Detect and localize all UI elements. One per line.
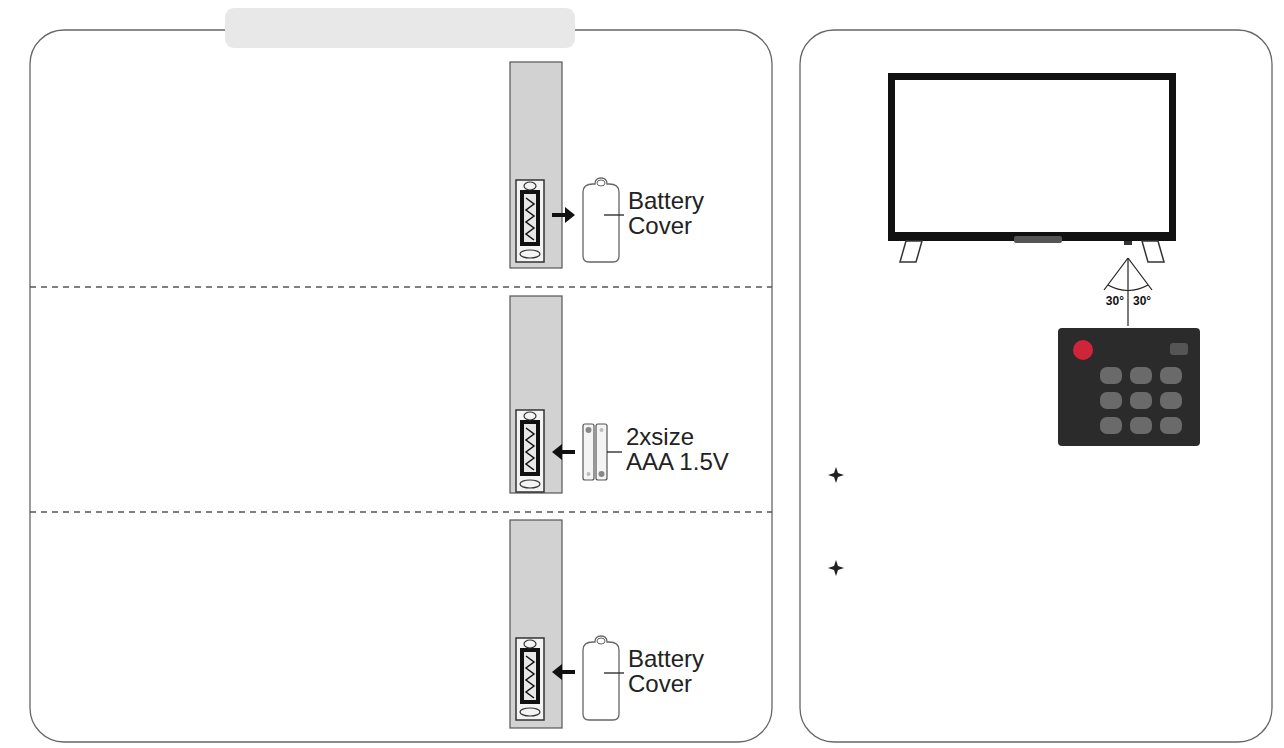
batteries	[583, 424, 607, 480]
remote-button	[1100, 417, 1122, 434]
title-bar	[225, 8, 575, 48]
battery-compartment	[516, 638, 544, 720]
remote-button	[1130, 392, 1152, 409]
battery-cover	[583, 636, 619, 720]
remote-button	[1160, 392, 1182, 409]
remote-button	[1160, 417, 1182, 434]
remote-button	[1100, 392, 1122, 409]
remote-body	[510, 62, 562, 268]
remote-button	[1130, 367, 1152, 384]
remote-button	[1160, 367, 1182, 384]
leader-line	[607, 451, 622, 452]
panel	[800, 30, 1272, 742]
angle-label: 30°	[1133, 294, 1165, 308]
divider	[30, 286, 772, 287]
battery-cover	[583, 178, 619, 262]
bullet	[828, 467, 844, 483]
divider	[30, 511, 772, 512]
remote-body	[510, 296, 562, 493]
bullet	[828, 560, 844, 576]
angle-label: 30°	[1092, 294, 1124, 308]
leader-line	[604, 214, 624, 215]
battery-compartment	[516, 410, 544, 492]
arrow	[552, 207, 575, 223]
arrow	[552, 664, 575, 680]
leader-line	[604, 672, 624, 673]
panel	[30, 30, 772, 742]
remote-control	[1058, 328, 1200, 446]
remote-button	[1130, 417, 1152, 434]
arrow	[552, 444, 575, 460]
part-label: Battery Cover	[628, 188, 740, 238]
viewing-angle	[1104, 258, 1152, 326]
tv	[888, 73, 1176, 262]
remote-button	[1100, 367, 1122, 384]
part-label: 2xsize AAA 1.5V	[626, 424, 738, 474]
remote-body	[510, 520, 562, 728]
part-label: Battery Cover	[628, 646, 740, 696]
battery-compartment	[516, 180, 544, 262]
